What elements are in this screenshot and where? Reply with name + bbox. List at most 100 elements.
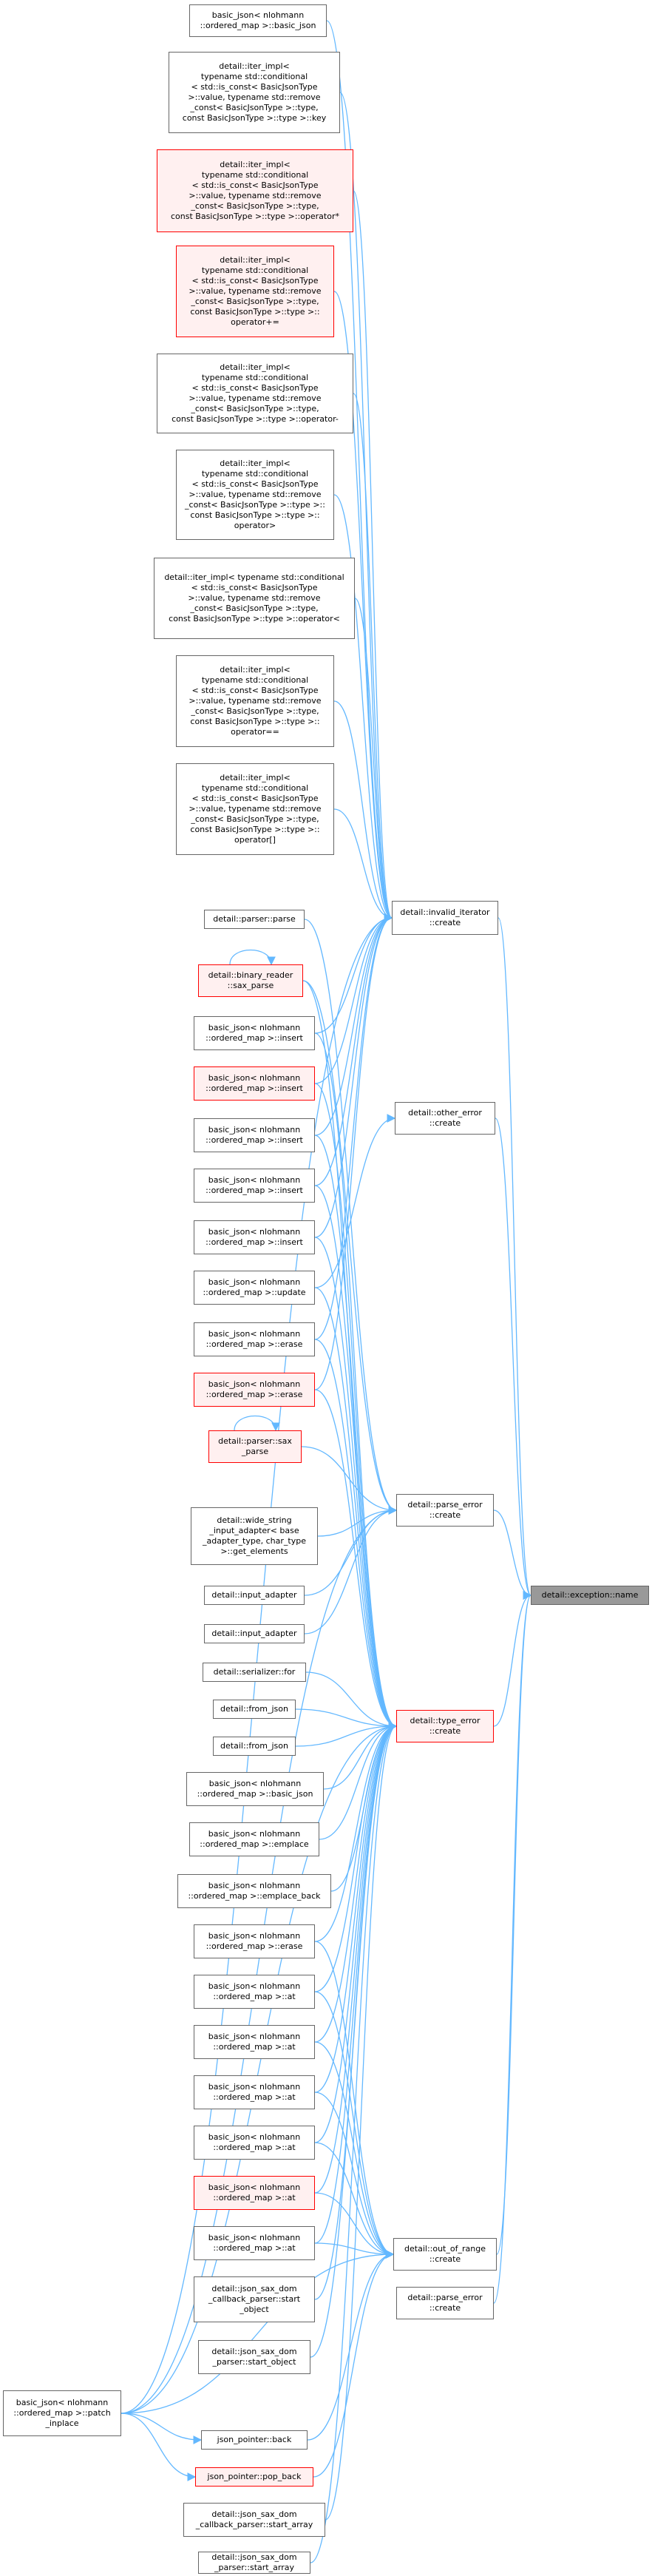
node-from-json-1[interactable]: detail::from_json xyxy=(213,1700,296,1719)
node-iter-impl-operator-star[interactable]: detail::iter_impl<typename std::conditio… xyxy=(157,149,353,232)
call-edge xyxy=(319,1722,398,1840)
call-edge xyxy=(304,1506,398,1634)
node-label-line: ::ordered_map >::at xyxy=(213,2193,296,2203)
node-iter-impl-operator-equal-equal[interactable]: detail::iter_impl<typename std::conditio… xyxy=(176,655,334,747)
call-edge xyxy=(314,1114,396,1288)
node-label-line: ::sax_parse xyxy=(227,981,274,990)
node-label-line: typename std::conditional xyxy=(201,783,309,793)
node-at-4[interactable]: basic_json< nlohmann::ordered_map >::at xyxy=(194,2126,315,2160)
edge-to-exception-name xyxy=(493,1591,532,1727)
node-label-line: const BasicJsonType >::type >:: xyxy=(190,717,320,726)
call-edge xyxy=(314,1135,398,1731)
node-update[interactable]: basic_json< nlohmann::ordered_map >::upd… xyxy=(194,1271,315,1305)
node-input-adapter-2[interactable]: detail::input_adapter xyxy=(204,1624,305,1643)
node-label-line: _const< BasicJsonType >::type, xyxy=(191,297,319,306)
node-parser-parse[interactable]: detail::parser::parse xyxy=(204,910,305,929)
node-invalid-iterator-create[interactable]: detail::invalid_iterator::create xyxy=(392,901,498,935)
call-edge xyxy=(120,2250,395,2414)
node-parse-error-create-1[interactable]: detail::parse_error::create xyxy=(396,1494,494,1527)
call-edge xyxy=(314,1287,398,1731)
call-edge xyxy=(333,700,393,922)
node-binary-reader-sax-parse[interactable]: detail::binary_reader::sax_parse xyxy=(198,964,303,997)
node-label-line: operator[] xyxy=(234,835,276,845)
node-label-line: ::ordered_map >::insert xyxy=(206,1135,303,1145)
node-label-line: ::create xyxy=(429,1510,461,1520)
node-parser-sax-parse[interactable]: detail::parser::sax_parse xyxy=(208,1430,302,1463)
node-label-line: ::ordered_map >::insert xyxy=(206,1084,303,1093)
node-iter-impl-operator-plus-equals[interactable]: detail::iter_impl<typename std::conditio… xyxy=(176,246,334,337)
node-iter-impl-operator-less[interactable]: detail::iter_impl< typename std::conditi… xyxy=(154,558,355,639)
node-json-pointer-back[interactable]: json_pointer::back xyxy=(201,2430,308,2450)
node-label-line: ::ordered_map >::emplace_back xyxy=(188,1891,321,1901)
node-label-line: detail::iter_impl< xyxy=(220,255,291,265)
node-emplace[interactable]: basic_json< nlohmann::ordered_map >::emp… xyxy=(189,1822,319,1856)
node-type-error-create[interactable]: detail::type_error::create xyxy=(396,1710,494,1742)
edge-layer xyxy=(120,20,532,2563)
node-patch-inplace[interactable]: basic_json< nlohmann::ordered_map >::pat… xyxy=(3,2390,121,2436)
node-iter-impl-operator-index[interactable]: detail::iter_impl<typename std::conditio… xyxy=(176,763,334,855)
node-json-sax-dom-start-object[interactable]: detail::json_sax_dom_parser::start_objec… xyxy=(198,2340,310,2374)
node-json-sax-dom-start-array[interactable]: detail::json_sax_dom_parser::start_array xyxy=(198,2552,310,2574)
node-at-2[interactable]: basic_json< nlohmann::ordered_map >::at xyxy=(194,2025,315,2059)
node-insert-2[interactable]: basic_json< nlohmann::ordered_map >::ins… xyxy=(194,1066,315,1101)
node-label-line: < std::is_const< BasicJsonType xyxy=(191,82,318,92)
node-serializer-for[interactable]: detail::serializer::for xyxy=(203,1663,306,1682)
node-insert-3[interactable]: basic_json< nlohmann::ordered_map >::ins… xyxy=(194,1118,315,1152)
node-label-line: ::create xyxy=(429,1118,461,1128)
node-label-line: detail::iter_impl< xyxy=(220,362,291,372)
call-edge xyxy=(353,190,393,922)
node-emplace-back[interactable]: basic_json< nlohmann::ordered_map >::emp… xyxy=(177,1874,331,1908)
node-label-line: _const< BasicJsonType >::type, xyxy=(191,706,319,716)
node-iter-impl-key[interactable]: detail::iter_impl<typename std::conditio… xyxy=(169,52,340,133)
node-erase-3[interactable]: basic_json< nlohmann::ordered_map >::era… xyxy=(194,1924,315,1958)
node-label-line: _parse xyxy=(241,1447,269,1456)
node-at-3[interactable]: basic_json< nlohmann::ordered_map >::at xyxy=(194,2075,315,2109)
node-label-line: operator> xyxy=(234,521,276,530)
node-insert-4[interactable]: basic_json< nlohmann::ordered_map >::ins… xyxy=(194,1169,315,1203)
node-json-sax-dom-callback-start-array[interactable]: detail::json_sax_dom_callback_parser::st… xyxy=(183,2503,325,2537)
call-edge xyxy=(305,1671,398,1731)
node-label-line: < std::is_const< BasicJsonType xyxy=(191,383,319,393)
node-basic-json-constructor-mid[interactable]: basic_json< nlohmann::ordered_map >::bas… xyxy=(186,1772,324,1806)
node-label-line: detail::binary_reader xyxy=(208,970,293,980)
node-basic-json-constructor-top[interactable]: basic_json< nlohmann::ordered_map >::bas… xyxy=(189,4,327,37)
call-edge xyxy=(295,1708,398,1731)
node-other-error-create[interactable]: detail::other_error::create xyxy=(395,1102,495,1135)
node-label-line: ::create xyxy=(429,918,461,927)
node-parse-error-create-2[interactable]: detail::parse_error::create xyxy=(396,2287,494,2319)
node-label-line: >::value, typename std::remove xyxy=(189,490,322,499)
call-edge xyxy=(314,1991,395,2259)
node-wide-string-input-adapter-get-elements[interactable]: detail::wide_string_input_adapter< base_… xyxy=(191,1507,318,1565)
node-at-5[interactable]: basic_json< nlohmann::ordered_map >::at xyxy=(194,2176,315,2210)
node-label-line: ::ordered_map >::at xyxy=(213,2042,296,2052)
node-at-1[interactable]: basic_json< nlohmann::ordered_map >::at xyxy=(194,1975,315,2009)
node-erase-1[interactable]: basic_json< nlohmann::ordered_map >::era… xyxy=(194,1322,315,1356)
node-label-line: typename std::conditional xyxy=(201,373,309,382)
node-json-pointer-pop-back[interactable]: json_pointer::pop_back xyxy=(195,2467,313,2487)
node-exception-name[interactable]: detail::exception::name xyxy=(531,1586,649,1605)
node-label-line: basic_json< nlohmann xyxy=(211,10,305,20)
call-edge xyxy=(314,913,393,1340)
node-at-6[interactable]: basic_json< nlohmann::ordered_map >::at xyxy=(194,2226,315,2260)
node-iter-impl-operator-greater[interactable]: detail::iter_impl<typename std::conditio… xyxy=(176,450,334,540)
node-input-adapter-1[interactable]: detail::input_adapter xyxy=(204,1586,305,1605)
call-edge xyxy=(314,2142,395,2259)
call-edge xyxy=(314,2242,395,2259)
node-label-line: basic_json< nlohmann xyxy=(208,1227,301,1237)
node-iter-impl-operator-minus[interactable]: detail::iter_impl<typename std::conditio… xyxy=(157,354,353,433)
node-label-line: operator+= xyxy=(231,317,279,327)
node-json-sax-dom-callback-start-object[interactable]: detail::json_sax_dom_callback_parser::st… xyxy=(194,2276,315,2322)
node-out-of-range-create[interactable]: detail::out_of_range::create xyxy=(393,2238,497,2271)
node-label-line: _const< BasicJsonType >::type, xyxy=(190,103,319,112)
call-edge xyxy=(120,2413,197,2481)
node-label-line: < std::is_const< BasicJsonType xyxy=(191,794,319,803)
call-edge xyxy=(314,1237,398,1731)
node-label-line: const BasicJsonType >::type >:: xyxy=(190,825,320,834)
node-from-json-2[interactable]: detail::from_json xyxy=(213,1737,296,1756)
node-insert-1[interactable]: basic_json< nlohmann::ordered_map >::ins… xyxy=(194,1016,315,1050)
node-label-line: _const< BasicJsonType >::type, xyxy=(191,201,319,211)
node-erase-2[interactable]: basic_json< nlohmann::ordered_map >::era… xyxy=(194,1373,315,1407)
node-insert-5[interactable]: basic_json< nlohmann::ordered_map >::ins… xyxy=(194,1220,315,1254)
node-label-line: detail::iter_impl< xyxy=(220,665,291,675)
